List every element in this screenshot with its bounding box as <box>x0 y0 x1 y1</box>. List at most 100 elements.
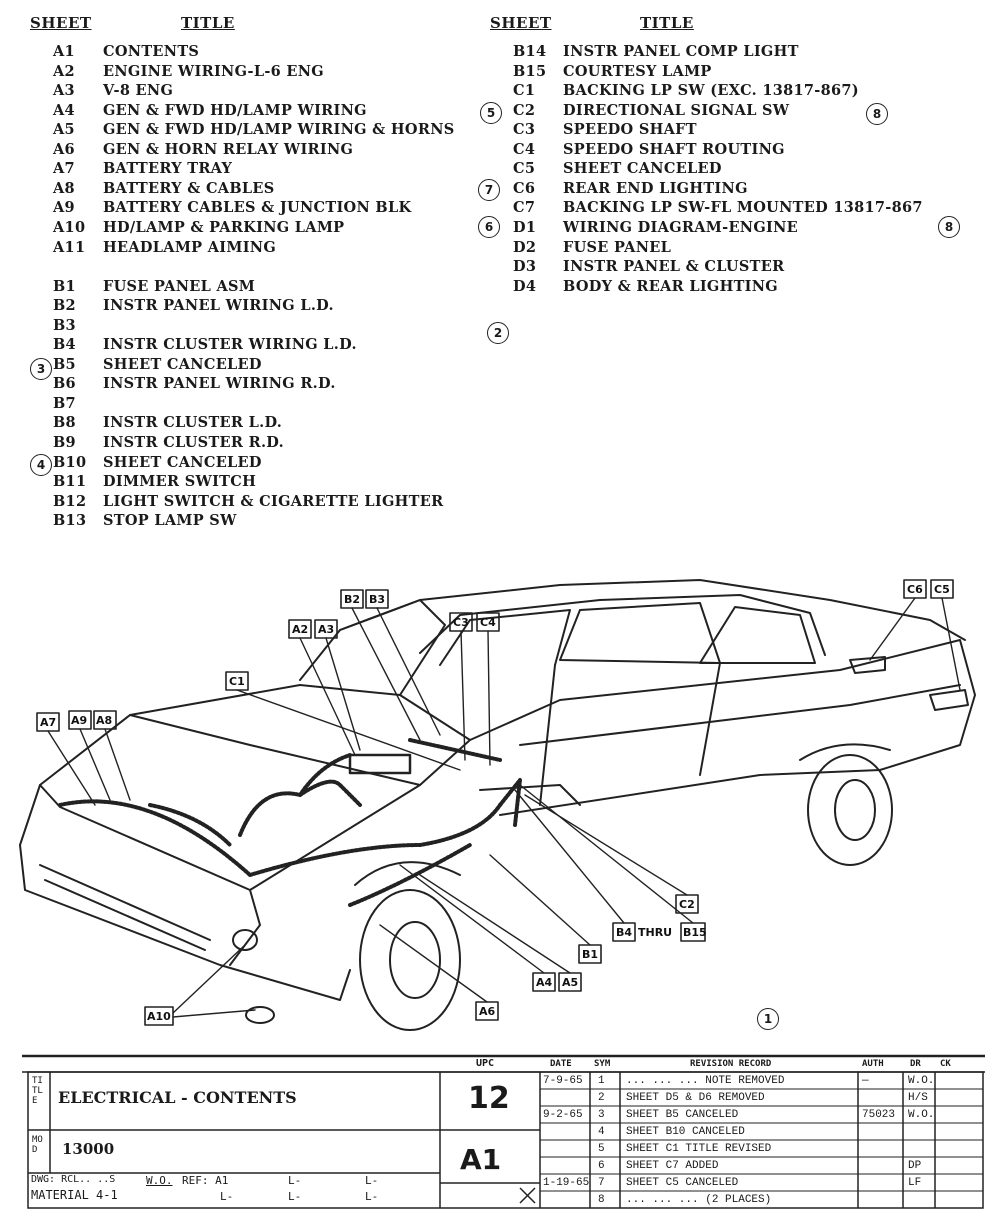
sheet-entry: B7 <box>53 395 103 412</box>
material-label: MATERIAL 4-1 <box>31 1188 118 1202</box>
sheet-title: ENGINE WIRING-L-6 ENG <box>103 62 324 80</box>
sheet-title: SPEEDO SHAFT ROUTING <box>563 140 785 158</box>
sheet-title: INSTR CLUSTER R.D. <box>103 434 284 451</box>
sheet-title: WIRING DIAGRAM-ENGINE <box>563 218 799 236</box>
sheet-code: C6 <box>513 179 536 197</box>
roofline <box>339 579 966 641</box>
front-fascia <box>19 784 261 966</box>
roof-panel <box>419 594 826 656</box>
callout-c3: C3 <box>453 616 469 629</box>
sheet-title: HD/LAMP & PARKING LAMP <box>103 218 345 236</box>
door-seam <box>699 662 721 776</box>
sheet-code: B12 <box>53 492 87 510</box>
revision-marker: 1 <box>757 1008 779 1030</box>
callout-b4: B4 <box>616 926 632 939</box>
rev-dr-header: DR <box>910 1059 921 1069</box>
revision-by: W.O. <box>908 1109 935 1121</box>
revision-sym: 8 <box>598 1194 605 1206</box>
revision-marker: 3 <box>30 358 52 380</box>
front-hubcap <box>389 921 441 999</box>
grille-line <box>39 864 211 941</box>
wiring-harness <box>58 738 522 907</box>
sheet-title: INSTR CLUSTER WIRING L.D. <box>103 336 357 354</box>
revision-sym: 3 <box>598 1109 605 1121</box>
revision-record: SHEET B5 CANCELED <box>626 1109 739 1121</box>
revision-by: W.O. <box>908 1075 935 1087</box>
sheet-code: C4 <box>513 140 536 158</box>
sheet-title: DIRECTIONAL SIGNAL SW <box>563 101 790 119</box>
sheet-title: SHEET CANCELED <box>563 160 722 178</box>
rev-ck-header: CK <box>940 1059 951 1069</box>
revision-date: 7-9-65 <box>543 1075 583 1087</box>
sheet-entry: B3 <box>53 317 103 334</box>
revision-auth: — <box>862 1075 869 1087</box>
callout-b1: B1 <box>582 948 598 961</box>
callout-a6: A6 <box>479 1005 496 1018</box>
callout-a4: A4 <box>536 976 553 989</box>
dwg-label: DWG: RCL.. ..S <box>31 1174 116 1185</box>
sheet-title: SHEET CANCELED <box>103 355 262 373</box>
sheet-title: FUSE PANEL ASM <box>103 277 256 295</box>
sheet-title: COURTESY LAMP <box>563 62 712 80</box>
rev-sym-header: SYM <box>594 1059 611 1069</box>
rear-hubcap <box>834 779 876 841</box>
revision-sym: 4 <box>598 1126 605 1138</box>
callout-b15: B15 <box>683 926 707 939</box>
tail-lamp <box>929 689 969 711</box>
l-mark: L- <box>220 1190 234 1203</box>
revision-marker: 8 <box>938 216 960 238</box>
sheet-code: C2 <box>513 101 536 119</box>
revision-record: SHEET B10 CANCELED <box>626 1126 745 1138</box>
drawing-title: ELECTRICAL - CONTENTS <box>58 1088 297 1107</box>
revision-record: ... ... ... NOTE REMOVED <box>626 1075 785 1087</box>
revision-marker: 5 <box>480 102 502 124</box>
rear-wheel <box>807 754 893 866</box>
sheet-entry: B12 LIGHT SWITCH & CIGARETTE LIGHTER <box>53 493 443 510</box>
front-door-window <box>439 609 571 666</box>
sheet-code: B6 <box>53 375 76 393</box>
revision-record: ... ... ... (2 PLACES) <box>626 1194 772 1206</box>
sheet-title: BODY & REAR LIGHTING <box>563 277 778 295</box>
revision-by: H/S <box>908 1092 928 1104</box>
model-number: 13000 <box>62 1140 115 1158</box>
sheet-title: LIGHT SWITCH & CIGARETTE LIGHTER <box>103 492 444 510</box>
sheet-code: C1 <box>513 82 536 100</box>
callout-c5: C5 <box>934 583 950 596</box>
sheet-title: INSTR PANEL WIRING R.D. <box>103 375 336 393</box>
sheet-code: A5 <box>53 121 75 139</box>
revision-record: SHEET C1 TITLE REVISED <box>626 1143 772 1155</box>
sheet-code: A10 <box>53 218 86 236</box>
revision-marker: 4 <box>30 454 52 476</box>
rear-wheel-arch <box>799 743 891 761</box>
rev-record-header: REVISION RECORD <box>690 1059 772 1069</box>
body-belt-line <box>519 684 961 746</box>
rev-auth-header: AUTH <box>862 1059 884 1069</box>
sheet-code: A11 <box>53 238 86 256</box>
sheet-column-header: SHEET <box>30 14 92 32</box>
sheet-code: A9 <box>53 199 75 217</box>
l-mark: L- <box>365 1174 379 1187</box>
revision-by: LF <box>908 1177 922 1189</box>
revision-sym: 7 <box>598 1177 605 1189</box>
revision-sym: 2 <box>598 1092 605 1104</box>
revision-record: SHEET C7 ADDED <box>626 1160 719 1172</box>
grille-line <box>44 879 206 951</box>
title-column-header: TITLE <box>640 14 694 32</box>
